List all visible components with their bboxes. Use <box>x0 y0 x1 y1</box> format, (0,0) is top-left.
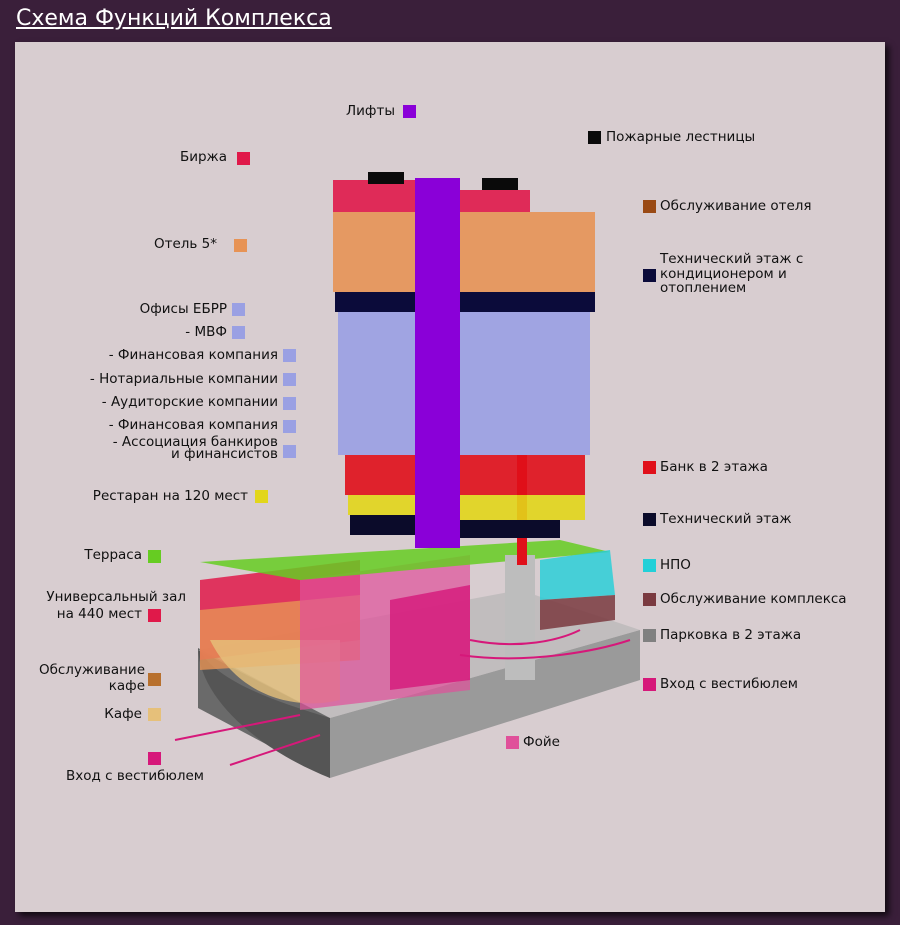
stair-right <box>482 178 518 190</box>
legend-label-tech-ac-2: кондиционером и <box>660 266 787 282</box>
legend-label-vhod-right: Вход с вестибюлем <box>660 676 798 692</box>
legend-label-assoc-1: - Ассоциация банкиров <box>112 434 278 450</box>
legend-label-obsl-kafe-1: Обслуживание <box>38 662 145 678</box>
legend-label-foye: Фойе <box>523 734 560 750</box>
legend-swatch-restoran <box>255 490 268 503</box>
lift-core <box>415 178 460 548</box>
legend-swatch-hotel5 <box>234 239 247 252</box>
legend-swatch-foye <box>506 736 519 749</box>
legend-swatch-kafe <box>148 708 161 721</box>
legend-swatch-pozh <box>588 131 601 144</box>
legend-swatch-fin1 <box>283 349 296 362</box>
legend-label-zal-1: Универсальный зал <box>46 589 186 605</box>
legend-label-npo: НПО <box>660 557 691 573</box>
legend-swatch-tech <box>643 513 656 526</box>
legend-label-terrasa: Терраса <box>84 547 142 563</box>
legend-swatch-fin2 <box>283 420 296 433</box>
legend-label-ofisy-ebrr: Офисы ЕБРР <box>139 301 227 317</box>
legend-swatch-obsl-kompleks <box>643 593 656 606</box>
legend-label-obsl-otel: Обслуживание отеля <box>660 198 812 214</box>
legend-label-vhod-left: Вход с вестибюлем <box>66 768 204 784</box>
legend-label-assoc-2: и финансистов <box>170 446 278 462</box>
legend-swatch-vhod-right <box>643 678 656 691</box>
legend-label-hotel5: Отель 5* <box>153 236 217 252</box>
legend-label-tech: Технический этаж <box>660 511 792 527</box>
legend-swatch-zal <box>148 609 161 622</box>
legend-swatch-lifty <box>403 105 416 118</box>
legend-swatch-npo <box>643 559 656 572</box>
legend-label-zal-2: на 440 мест <box>56 606 142 622</box>
legend-swatch-notar <box>283 373 296 386</box>
legend-label-kafe: Кафе <box>104 706 142 722</box>
legend-label-tech-ac-1: Технический этаж с <box>660 251 804 267</box>
legend-label-obsl-kompleks: Обслуживание комплекса <box>660 591 847 607</box>
legend-label-pozh: Пожарные лестницы <box>606 129 756 145</box>
tower-right <box>460 190 595 538</box>
legend-label-lifty: Лифты <box>346 103 395 119</box>
legend-swatch-audit <box>283 397 296 410</box>
legend-swatch-assoc <box>283 445 296 458</box>
podium <box>174 455 631 766</box>
legend-label-fin1: - Финансовая компания <box>108 347 278 363</box>
legend-label-bank: Банк в 2 этажа <box>660 459 768 475</box>
legend-swatch-mvf <box>232 326 245 339</box>
tower-left <box>333 180 415 535</box>
legend-label-obsl-kafe-2: кафе <box>108 678 145 694</box>
legend-label-mvf: - МВФ <box>185 324 227 340</box>
page-title: Схема Функций Комплекса <box>16 6 332 31</box>
legend-swatch-ofisy-ebrr <box>232 303 245 316</box>
legend-label-notar: - Нотариальные компании <box>89 371 278 387</box>
legend-label-parkovka: Парковка в 2 этажа <box>660 627 802 643</box>
legend-label-audit: - Аудиторские компании <box>101 394 278 410</box>
legend-label-fin2: - Финансовая компания <box>108 417 278 433</box>
legend-swatch-birzha <box>237 152 250 165</box>
legend-swatch-obsl-otel <box>643 200 656 213</box>
legend-label-birzha: Биржа <box>179 149 227 165</box>
legend-swatch-obsl-kafe <box>148 673 161 686</box>
legend-swatch-vhod-left <box>148 752 161 765</box>
legend-swatch-bank <box>643 461 656 474</box>
legend-swatch-parkovka <box>643 629 656 642</box>
stair-left <box>368 172 404 184</box>
legend-swatch-terrasa <box>148 550 161 563</box>
legend-swatch-tech-ac <box>643 269 656 282</box>
legend-label-tech-ac-3: отоплением <box>660 280 747 296</box>
legend-label-restoran: Рестаран на 120 мест <box>92 488 248 504</box>
